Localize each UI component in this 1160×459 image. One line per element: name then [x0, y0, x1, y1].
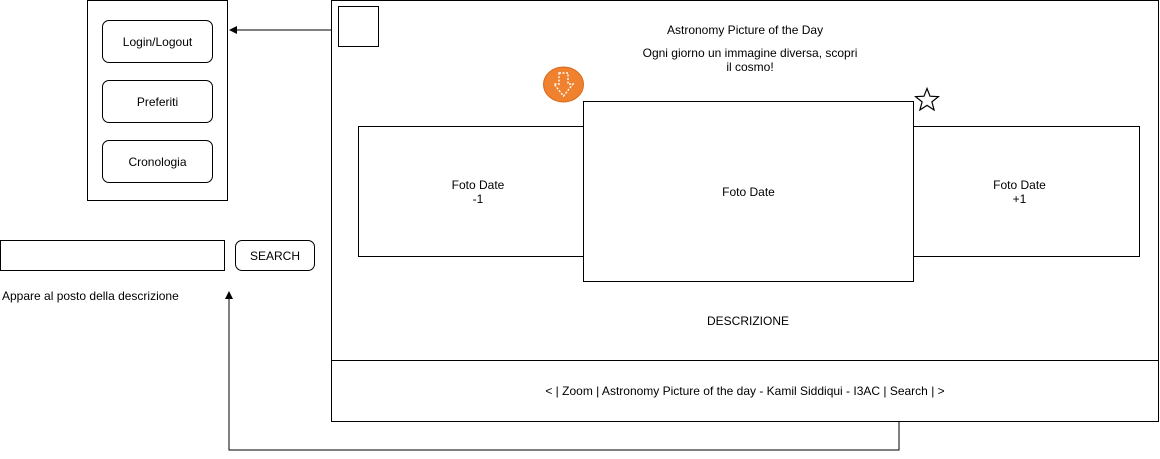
login-logout-button[interactable]: Login/Logout	[102, 20, 213, 63]
search-button-label: SEARCH	[249, 248, 300, 263]
page-title: Astronomy Picture of the Day	[667, 23, 824, 37]
footer-nav-text[interactable]: < | Zoom | Astronomy Picture of the day …	[545, 384, 945, 398]
cronologia-label: Cronologia	[128, 154, 187, 169]
footer-bar: < | Zoom | Astronomy Picture of the day …	[331, 360, 1159, 422]
page-subtitle: Ogni giorno un immagine diversa, scopri …	[642, 46, 858, 74]
login-logout-label: Login/Logout	[122, 34, 193, 49]
description-text: DESCRIZIONE	[707, 314, 790, 328]
preferiti-label: Preferiti	[136, 94, 179, 109]
search-input[interactable]	[0, 240, 225, 271]
cronologia-button[interactable]: Cronologia	[102, 140, 213, 183]
main-frame: Astronomy Picture of the Day Ogni giorno…	[331, 0, 1159, 422]
preferiti-button[interactable]: Preferiti	[102, 80, 213, 123]
star-icon[interactable]	[913, 86, 941, 112]
photo-current-label: Foto Date	[722, 184, 775, 199]
photo-current[interactable]: Foto Date	[583, 101, 914, 282]
search-note: Appare al posto della descrizione	[2, 289, 179, 303]
search-button[interactable]: SEARCH	[235, 240, 315, 271]
menu-toggle-button[interactable]	[338, 6, 379, 47]
photo-previous-label: Foto Date -1	[451, 177, 505, 206]
search-arrow	[225, 291, 900, 451]
photo-next[interactable]: Foto Date +1	[913, 126, 1140, 257]
download-icon[interactable]	[543, 66, 584, 103]
photo-previous[interactable]: Foto Date -1	[358, 126, 584, 257]
side-menu: Login/Logout Preferiti Cronologia	[87, 0, 228, 201]
photo-next-label: Foto Date +1	[993, 177, 1046, 206]
